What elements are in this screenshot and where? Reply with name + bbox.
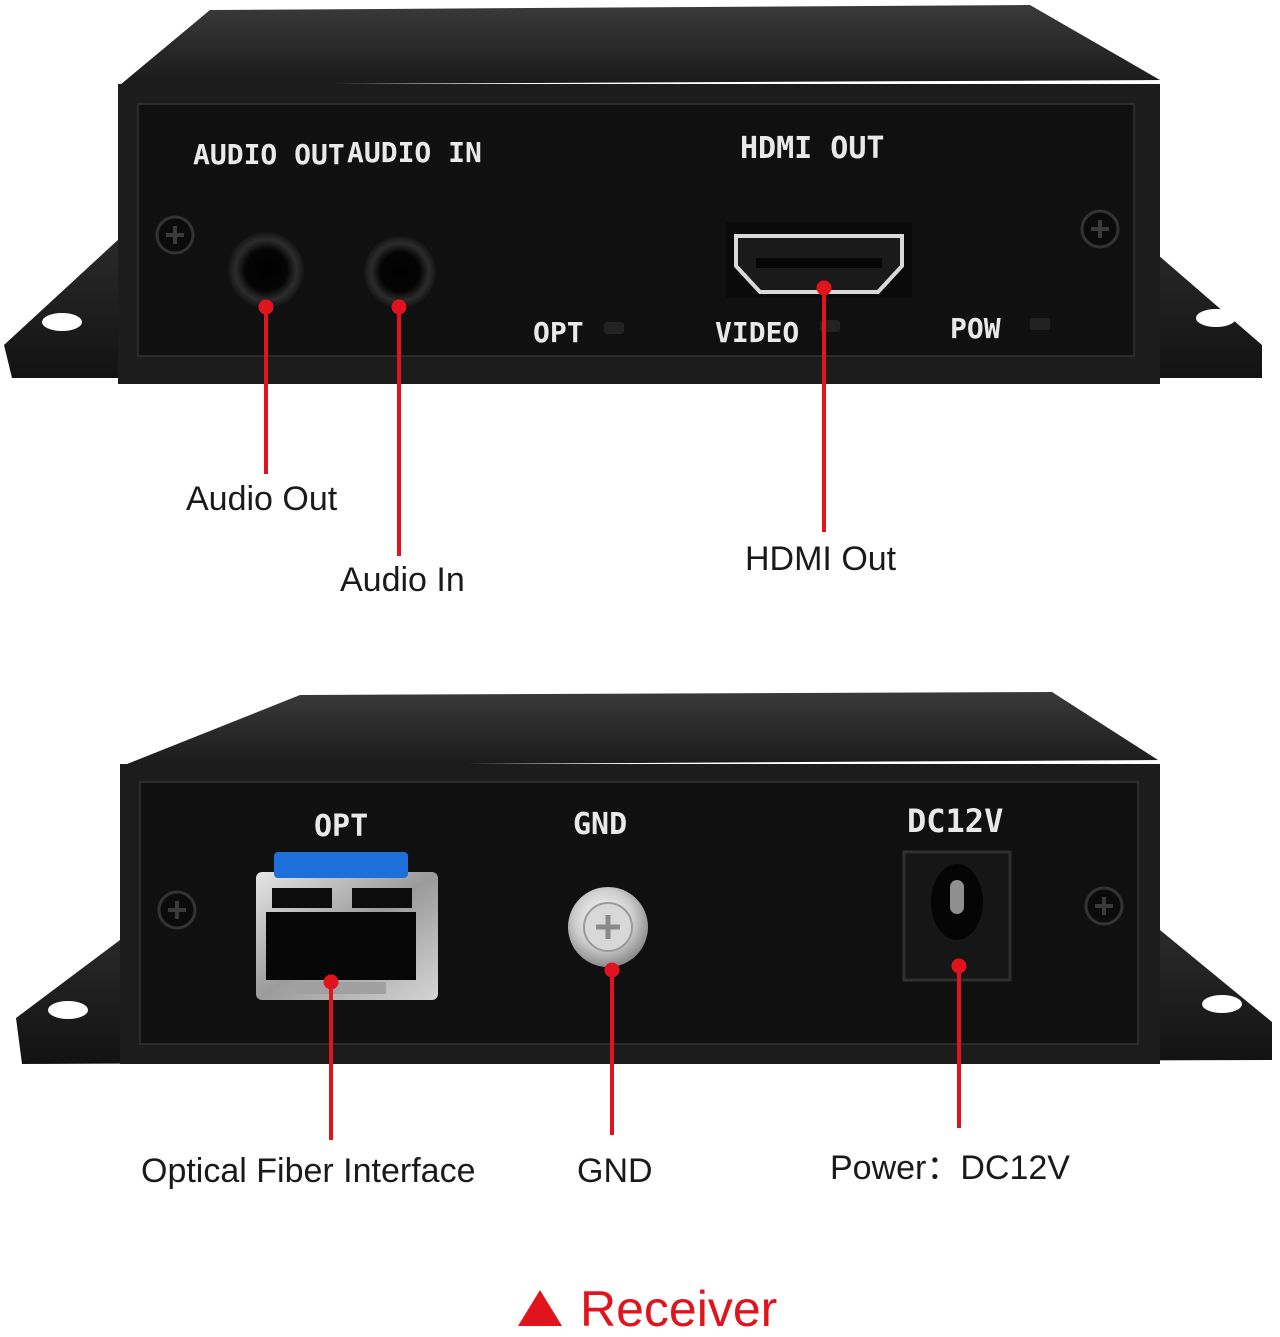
panel-label-audio-in: AUDIO IN — [347, 136, 482, 169]
callout-line-hdmi-out — [816, 280, 832, 532]
callout-optical-fiber: Optical Fiber Interface — [141, 1152, 476, 1190]
callout-line-audio-out — [258, 299, 274, 474]
panel-label-opt-led: OPT — [533, 316, 584, 349]
top-flange-hole-right — [1196, 309, 1236, 327]
audio-out-jack — [228, 232, 304, 308]
top-device-panel — [137, 103, 1135, 357]
gnd-terminal — [568, 887, 648, 967]
panel-label-video-led: VIDEO — [715, 316, 799, 349]
screw-icon — [1084, 886, 1124, 926]
screw-icon — [1080, 209, 1120, 249]
panel-label-pow-led: POW — [950, 312, 1001, 345]
bottom-device-lid — [122, 692, 1158, 766]
bottom-device: OPT GND DC12V — [16, 692, 1272, 1140]
callout-hdmi-out: HDMI Out — [745, 540, 897, 578]
sfp-optical-port — [256, 852, 438, 1000]
opt-led — [604, 322, 624, 334]
callout-line-audio-in — [391, 299, 407, 556]
panel-label-audio-out: AUDIO OUT — [193, 138, 345, 171]
panel-label-hdmi-out: HDMI OUT — [740, 131, 885, 166]
panel-label-opt: OPT — [314, 809, 368, 844]
callout-line-optical-fiber — [323, 974, 339, 1140]
top-device: AUDIO OUT AUDIO IN HDMI OUT OPT VIDEO PO… — [4, 5, 1262, 556]
callout-audio-out: Audio Out — [186, 480, 338, 518]
bottom-flange-hole-left — [48, 1001, 88, 1019]
receiver-caption: Receiver — [580, 1281, 778, 1337]
screw-icon — [157, 890, 197, 930]
top-device-lid — [120, 5, 1160, 85]
bottom-flange-hole-right — [1202, 995, 1242, 1013]
panel-label-gnd: GND — [573, 807, 627, 842]
panel-label-dc12v: DC12V — [907, 802, 1003, 840]
callout-line-gnd — [604, 962, 620, 1135]
callout-power: Power：DC12V — [830, 1149, 1070, 1187]
audio-in-jack — [364, 236, 436, 308]
screw-icon — [155, 215, 195, 255]
top-flange-hole-left — [42, 313, 82, 331]
pow-led — [1030, 318, 1050, 330]
callout-line-power — [951, 958, 967, 1128]
callout-audio-in: Audio In — [340, 561, 465, 599]
triangle-up-icon — [518, 1290, 562, 1326]
callout-gnd: GND — [577, 1152, 653, 1190]
